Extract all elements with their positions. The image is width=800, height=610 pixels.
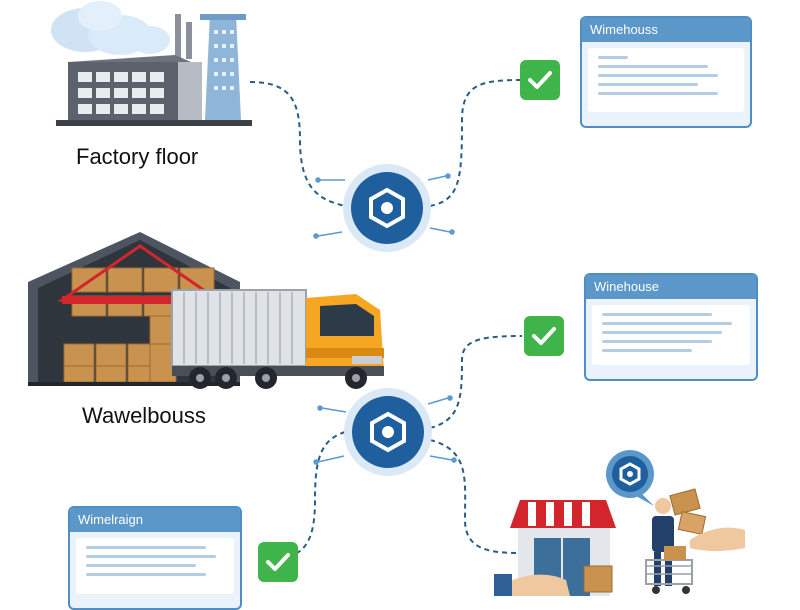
parcel-icon (669, 488, 745, 551)
info-card-top[interactable]: Wimehouss (580, 16, 752, 128)
truck-icon (171, 289, 384, 389)
factory-icon (51, 1, 252, 126)
card-title: Winehouse (586, 275, 756, 299)
card-body (76, 538, 234, 594)
card-body (592, 305, 750, 365)
card-body (588, 48, 744, 112)
warehouse-label: Wawelbouss (82, 403, 206, 428)
connector-factory-hub1 (249, 81, 346, 207)
location-pin-icon (606, 450, 654, 506)
shopper-icon (645, 498, 693, 594)
connector-hub2-check2 (429, 335, 523, 429)
hub-gear-icon (313, 388, 457, 476)
connector-hub1-check1 (429, 79, 521, 207)
factory-label: Factory floor (76, 144, 199, 169)
checkmark-icon (520, 60, 560, 100)
info-card-middle[interactable]: Winehouse (584, 273, 758, 381)
connector-hub2-store (429, 439, 521, 554)
hub-gear-icon (313, 164, 455, 252)
checkmark-icon (258, 542, 298, 582)
connector-hub2-check3 (259, 431, 346, 561)
info-card-bottom[interactable]: Wimelraign (68, 506, 242, 610)
card-title: Wimelraign (70, 508, 240, 532)
store-icon (494, 500, 616, 596)
card-title: Wimehouss (582, 18, 750, 42)
checkmark-icon (524, 316, 564, 356)
